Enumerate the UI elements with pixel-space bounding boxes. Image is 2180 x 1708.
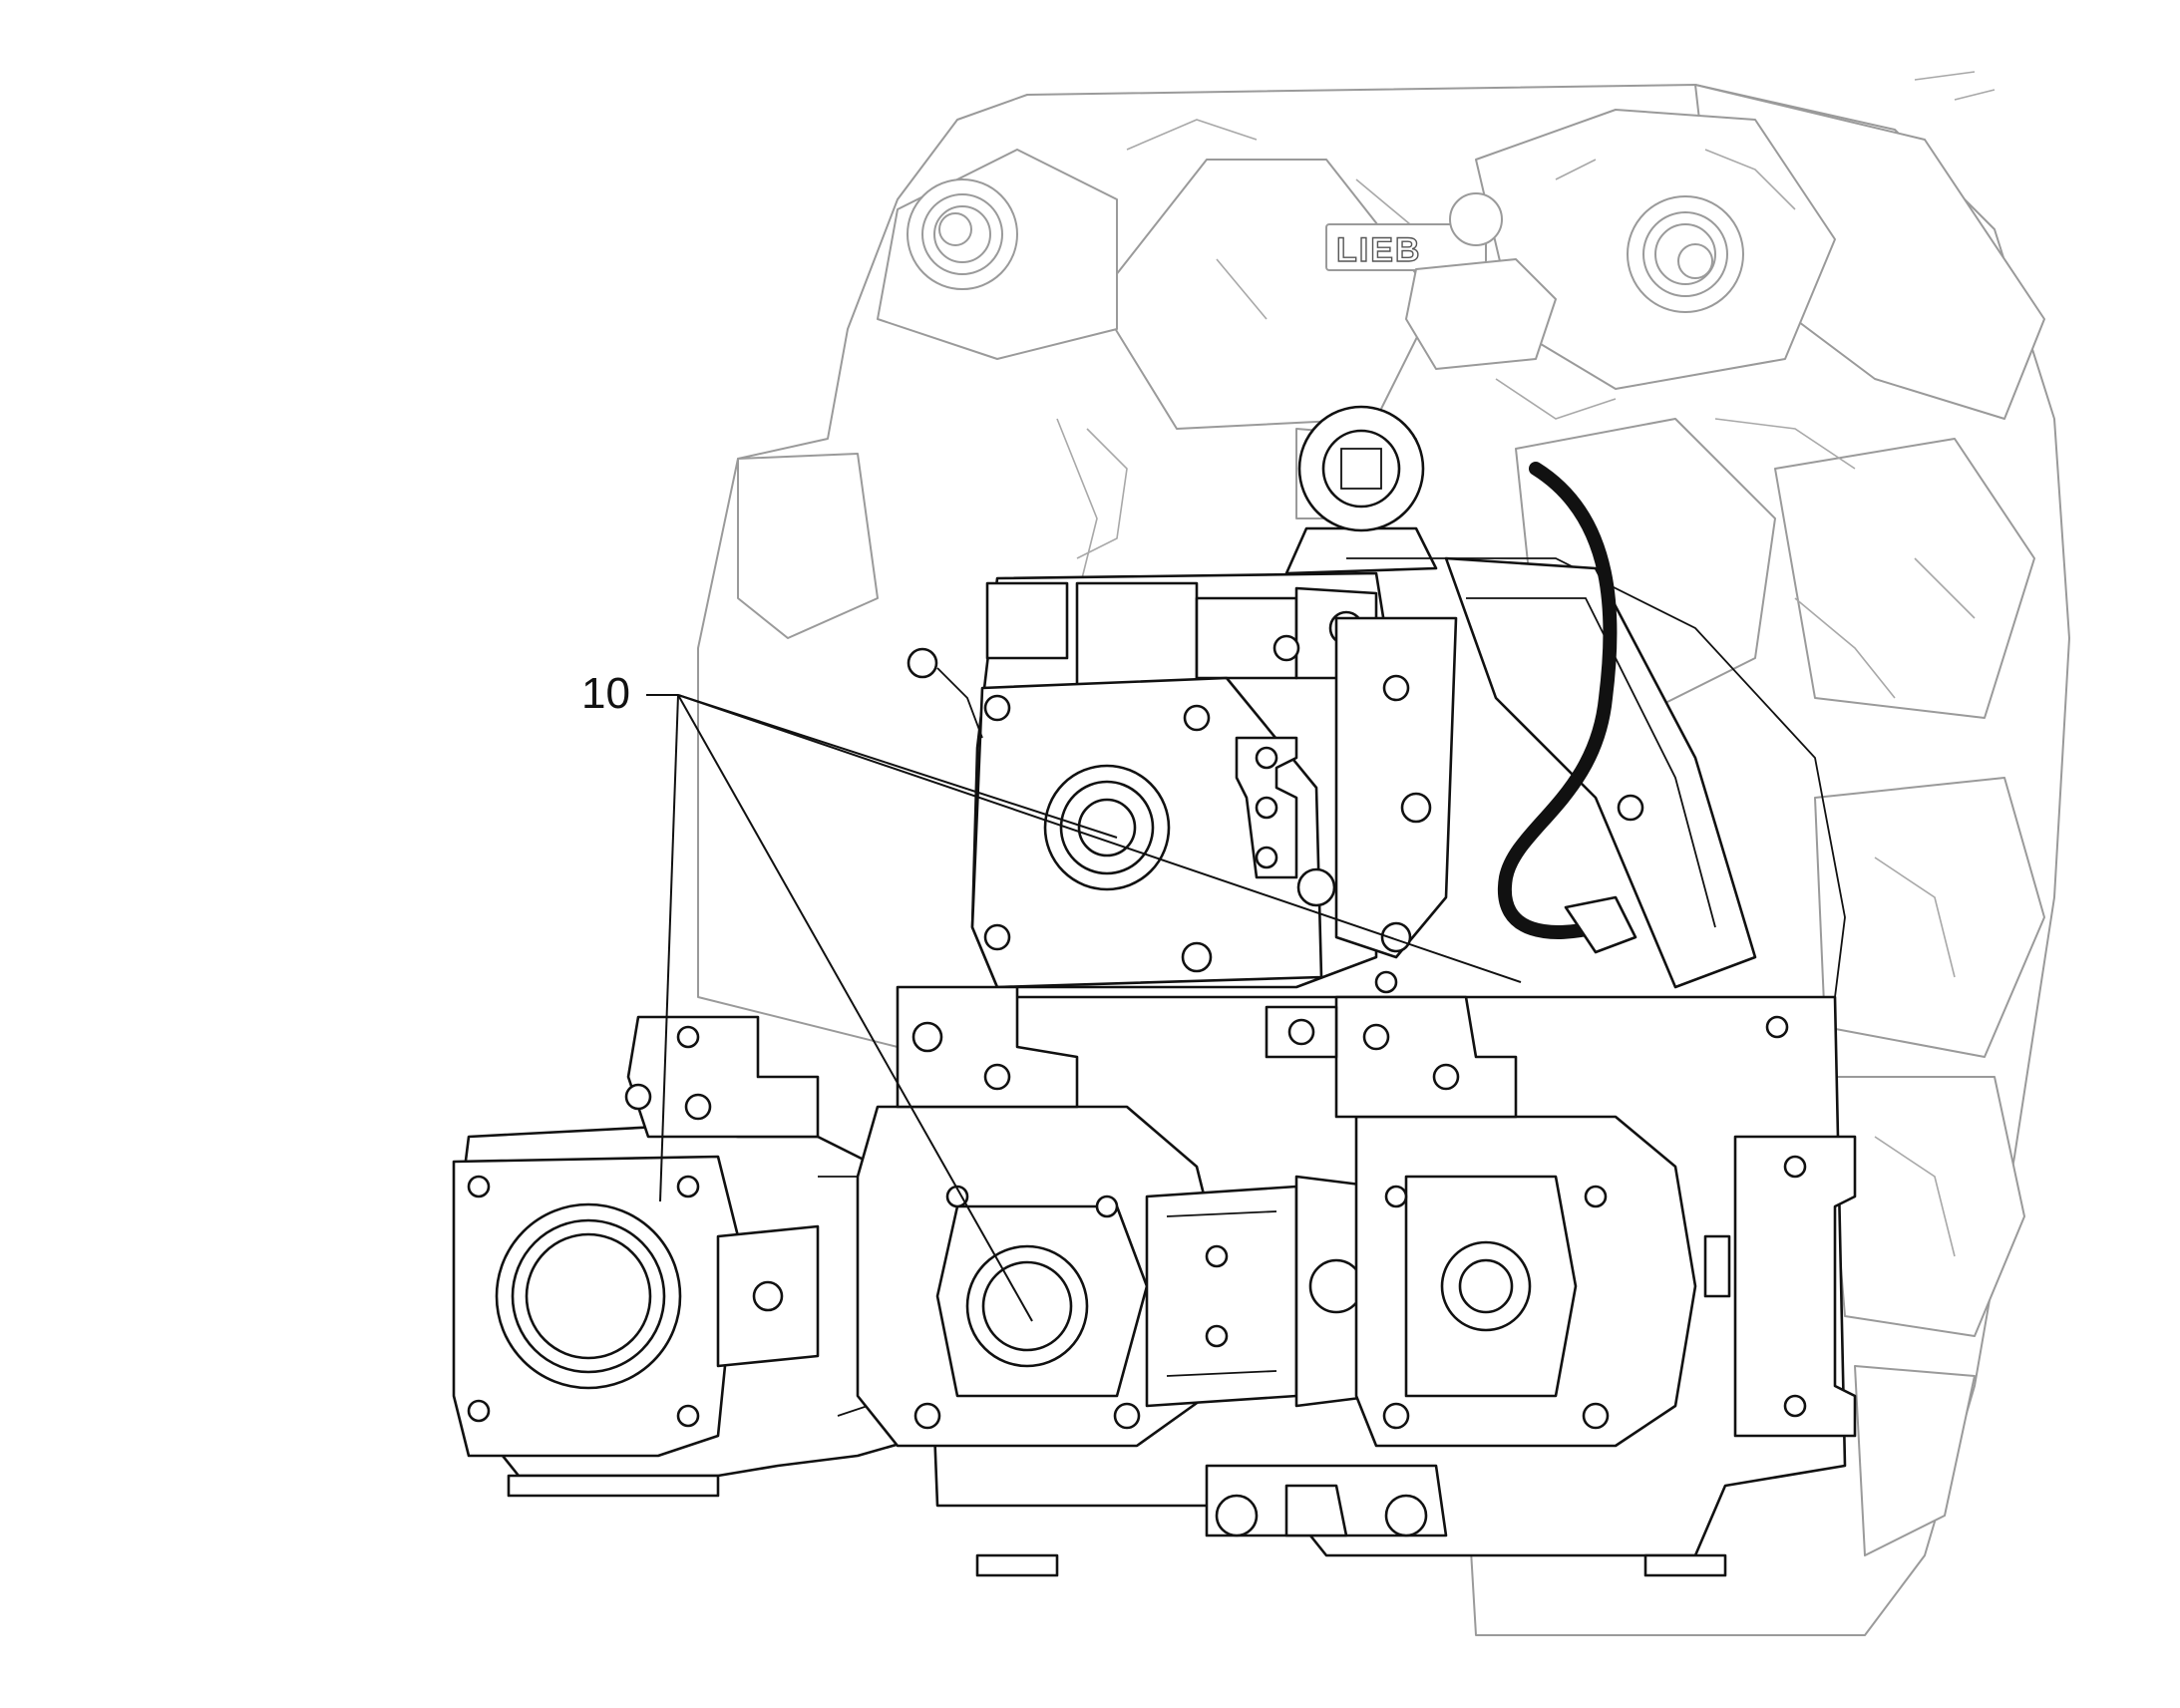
hydraulic-hose bbox=[1497, 462, 1618, 939]
right-pump bbox=[1265, 995, 1697, 1448]
callout-leader-to-left-pump bbox=[659, 694, 679, 1202]
callout-label: 10 bbox=[581, 669, 630, 718]
right-flange bbox=[1703, 1135, 1857, 1438]
engine-brand-logo: LIEB bbox=[1325, 223, 1487, 271]
callout-leader-to-drive-housing bbox=[677, 694, 1522, 983]
callout-leader-to-upper-pump bbox=[677, 694, 1118, 839]
left-pump bbox=[452, 1015, 959, 1498]
callout-10: 10 bbox=[581, 669, 1522, 1322]
callout-leader-to-center-pump bbox=[677, 694, 1033, 1322]
lifting-eye bbox=[1284, 405, 1438, 575]
engine-brand-logo-text: LIEB bbox=[1336, 231, 1421, 269]
upper-pump bbox=[907, 571, 1458, 989]
bottom-fittings bbox=[975, 1464, 1727, 1577]
hydraulic-pump-assembly bbox=[452, 405, 1857, 1577]
center-pump bbox=[856, 985, 1398, 1448]
